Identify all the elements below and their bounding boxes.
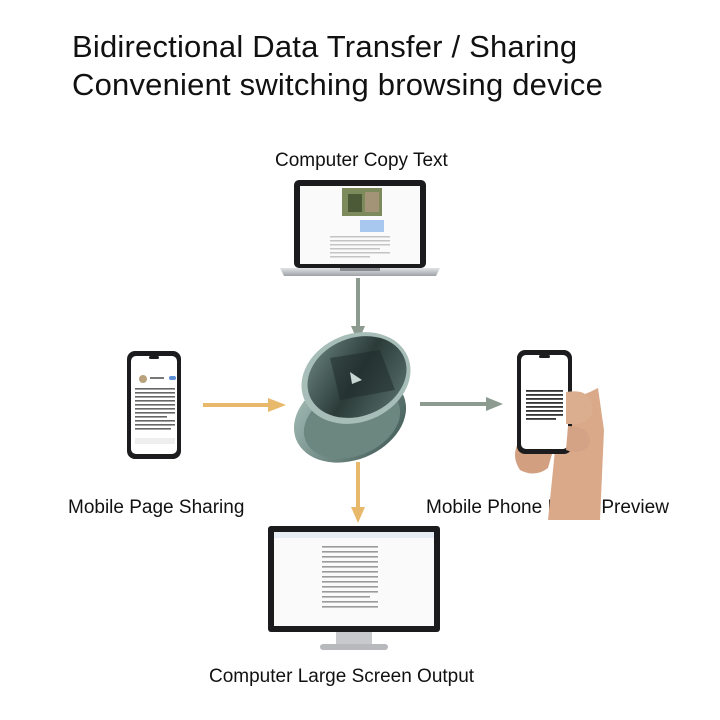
arrow-hub-to-monitor [351, 462, 365, 523]
left-phone-illustration [127, 351, 181, 459]
right-phone-in-hand-illustration [515, 350, 604, 520]
label-mobile-page-sharing: Mobile Page Sharing [68, 497, 245, 518]
arrow-phone-to-hub [203, 398, 286, 412]
arrow-hub-to-phone [420, 397, 503, 411]
label-computer-copy-text: Computer Copy Text [275, 150, 448, 171]
label-mobile-phone-paste-preview: Mobile Phone Paste Preview [426, 497, 669, 518]
laptop-illustration [280, 180, 440, 276]
headline-line-2: Convenient switching browsing device [72, 67, 604, 102]
wireless-hub-illustration [293, 332, 411, 463]
headline-line-1: Bidirectional Data Transfer / Sharing [72, 29, 578, 64]
label-computer-large-screen-output: Computer Large Screen Output [209, 666, 475, 687]
headline: Bidirectional Data Transfer / Sharing Co… [72, 28, 692, 104]
monitor-illustration [268, 526, 440, 650]
